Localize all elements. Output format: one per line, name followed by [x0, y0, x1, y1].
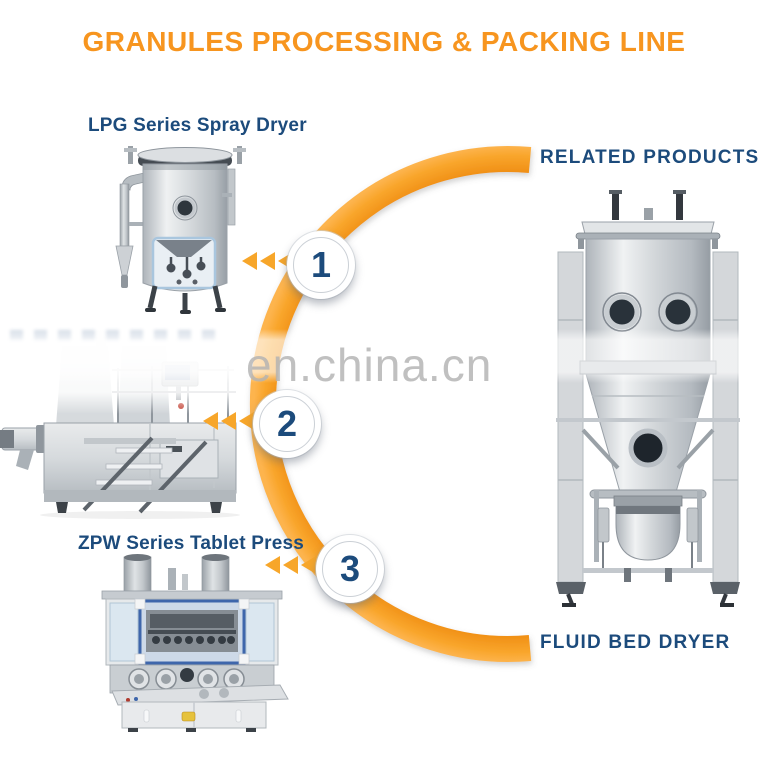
left-arrow-icon — [242, 252, 257, 270]
step3-machine-label: ZPW Series Tablet Press — [78, 533, 305, 554]
step2-number-inner-ring: 2 — [259, 396, 315, 452]
left-arrow-icon — [221, 412, 236, 430]
step1-number-badge: 1 — [287, 231, 355, 299]
step2-arrows — [203, 412, 254, 430]
step2-faded-label-smudge — [10, 330, 226, 340]
step3-number-inner-ring: 3 — [322, 541, 378, 597]
tablet-press-illustration — [101, 554, 289, 732]
left-arrow-icon — [203, 412, 218, 430]
spray-dryer-illustration — [115, 146, 246, 314]
related-products-header: RELATED PRODUCTS — [540, 147, 760, 168]
step1-number: 1 — [310, 244, 332, 285]
left-arrow-icon — [239, 412, 254, 430]
watermark-text: en.china.cn — [246, 339, 493, 391]
step1-arrows — [242, 252, 293, 270]
page-title: GRANULES PROCESSING & PACKING LINE — [82, 26, 686, 57]
step3-number: 3 — [339, 548, 361, 589]
step1-machine-label: LPG Series Spray Dryer — [88, 115, 307, 136]
fluid-bed-dryer-illustration — [556, 190, 740, 607]
step2-number-badge: 2 — [253, 390, 321, 458]
step3-arrows — [265, 556, 316, 574]
left-arrow-icon — [283, 556, 298, 574]
left-arrow-icon — [265, 556, 280, 574]
step1-number-inner-ring: 1 — [293, 237, 349, 293]
left-arrow-icon — [260, 252, 275, 270]
step2-number: 2 — [276, 403, 298, 444]
fluid-bed-dryer-label: FLUID BED DRYER — [540, 632, 731, 653]
left-arrow-icon — [301, 556, 316, 574]
step3-number-badge: 3 — [316, 535, 384, 603]
